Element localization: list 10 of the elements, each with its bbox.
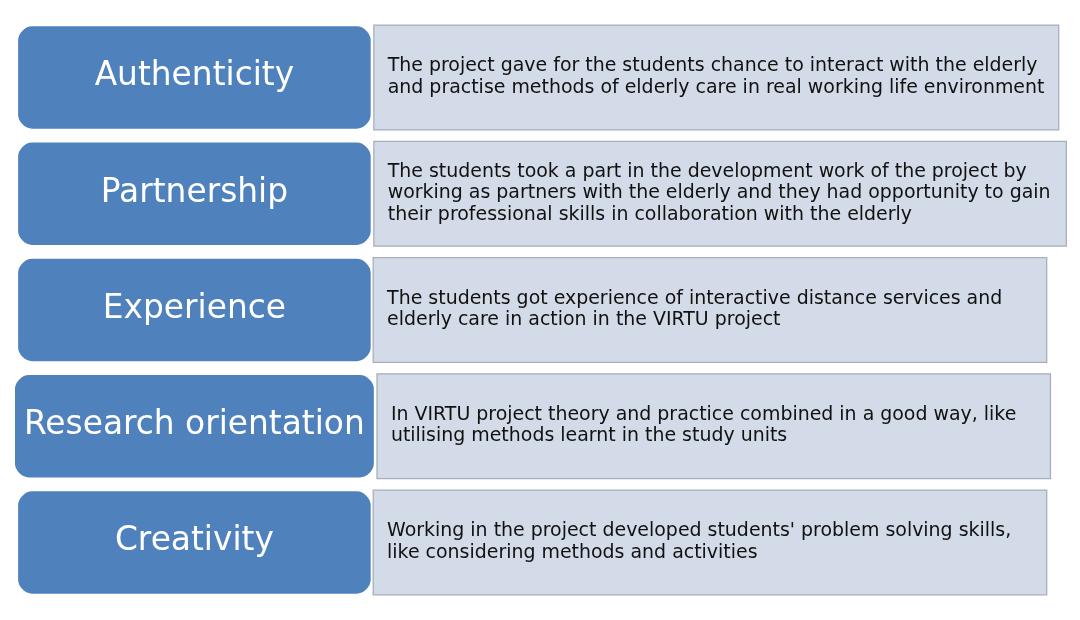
node-box: Partnership <box>15 140 374 248</box>
node-box: Working in the project developed students' problem solving skills, like considering methods and activities <box>372 489 1048 596</box>
node-box: The students took a part in the development work of the project by working as partners with the elderly and they had opportunity to gain their professional skills in collaboration with the elderly <box>373 140 1067 247</box>
node-box: The students got experience of interactive distance services and elderly care in action in the VIRTU project <box>372 256 1048 364</box>
node-box: In VIRTU project theory and practice combined in a good way, like utilising methods learnt in the study units <box>376 373 1052 480</box>
node-box: Creativity <box>15 488 374 597</box>
node-box: The project gave for the students chance to interact with the elderly and practise methods of elderly care in real working life environment <box>373 24 1060 131</box>
node-box: Research orientation <box>12 372 377 480</box>
node-box: Experience <box>15 256 374 364</box>
node-box: Authenticity <box>15 23 374 132</box>
